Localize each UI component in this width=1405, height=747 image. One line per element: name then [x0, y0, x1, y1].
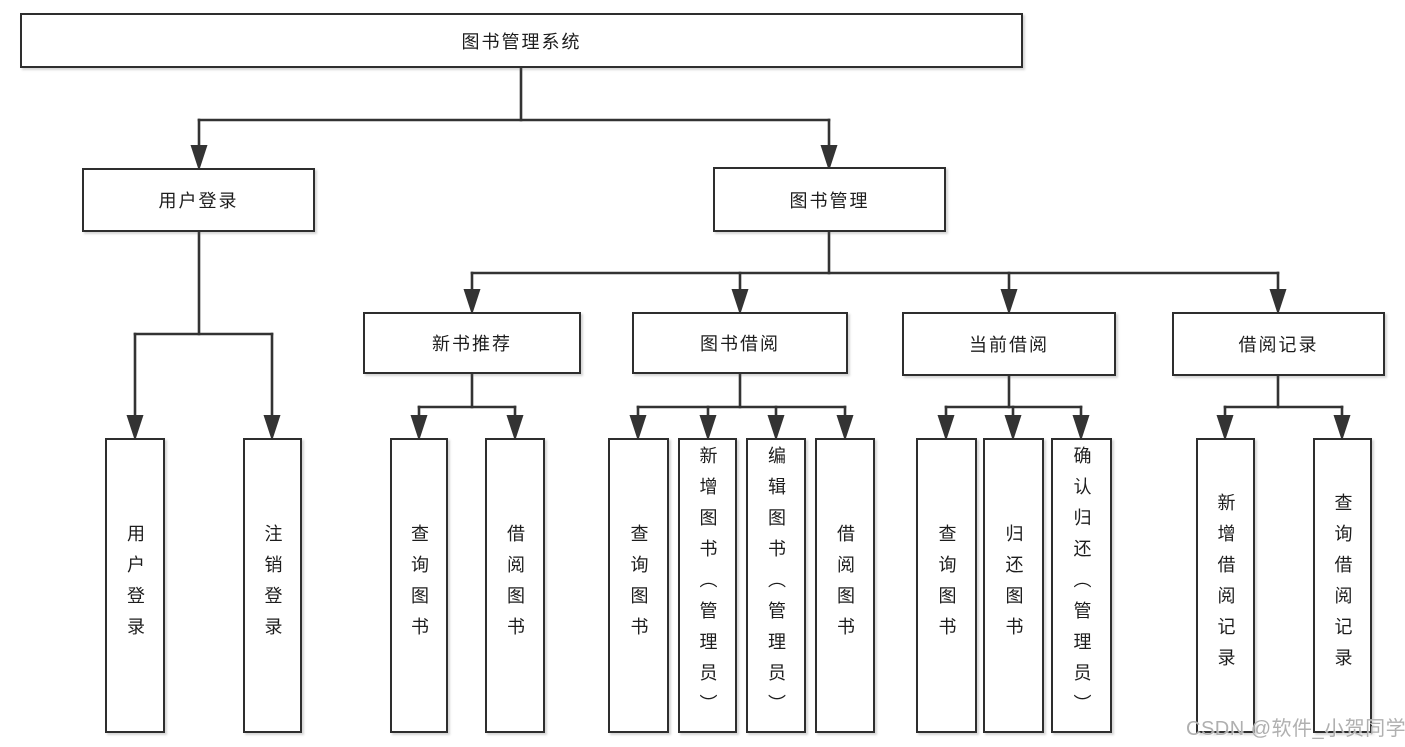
- node-leaf-add-borrow-record-label: 新增借阅记录: [1215, 492, 1236, 679]
- node-borrow-records-label: 借阅记录: [1238, 335, 1319, 355]
- node-leaf-confirm-return-admin-label: 确认归还（管理员）: [1071, 446, 1092, 725]
- node-leaf-return-book: 归还图书: [983, 438, 1044, 733]
- node-leaf-query-books-3: 查询图书: [916, 438, 977, 733]
- node-leaf-query-books-1: 查询图书: [390, 438, 448, 733]
- node-leaf-query-borrow-record: 查询借阅记录: [1313, 438, 1372, 733]
- node-user-login-branch-label: 用户登录: [158, 191, 239, 211]
- node-leaf-query-books-1-label: 查询图书: [409, 523, 429, 648]
- node-leaf-borrow-books-2-label: 借阅图书: [835, 523, 855, 648]
- node-book-borrowing-label: 图书借阅: [700, 334, 780, 354]
- node-leaf-logout: 注销登录: [243, 438, 302, 733]
- node-leaf-logout-label: 注销登录: [262, 523, 283, 648]
- node-book-management: 图书管理: [713, 167, 946, 232]
- node-current-borrowing-label: 当前借阅: [969, 335, 1049, 355]
- node-book-borrowing: 图书借阅: [632, 312, 848, 374]
- node-root: 图书管理系统: [20, 13, 1023, 68]
- node-leaf-query-books-3-label: 查询图书: [936, 523, 957, 648]
- node-new-book-recommend-label: 新书推荐: [432, 334, 512, 354]
- node-leaf-edit-book-admin: 编辑图书（管理员）: [746, 438, 806, 733]
- node-leaf-user-login: 用户登录: [105, 438, 165, 733]
- node-leaf-borrow-books-1-label: 借阅图书: [505, 523, 525, 648]
- node-leaf-add-book-admin: 新增图书（管理员）: [678, 438, 737, 733]
- node-borrow-records: 借阅记录: [1172, 312, 1385, 376]
- node-leaf-query-borrow-record-label: 查询借阅记录: [1332, 492, 1353, 679]
- node-leaf-add-borrow-record: 新增借阅记录: [1196, 438, 1255, 733]
- node-root-label: 图书管理系统: [461, 31, 582, 52]
- node-leaf-edit-book-admin-label: 编辑图书（管理员）: [766, 446, 786, 725]
- csdn-watermark: CSDN @软件_小贺同学: [1186, 718, 1405, 740]
- node-leaf-borrow-books-1: 借阅图书: [485, 438, 545, 733]
- node-book-management-label: 图书管理: [789, 190, 870, 211]
- node-leaf-borrow-books-2: 借阅图书: [815, 438, 875, 733]
- node-leaf-query-books-2: 查询图书: [608, 438, 669, 733]
- node-current-borrowing: 当前借阅: [902, 312, 1116, 376]
- node-leaf-confirm-return-admin: 确认归还（管理员）: [1051, 438, 1112, 733]
- node-leaf-add-book-admin-label: 新增图书（管理员）: [697, 446, 718, 725]
- node-leaf-user-login-label: 用户登录: [125, 523, 145, 648]
- node-leaf-return-book-label: 归还图书: [1003, 523, 1024, 648]
- node-leaf-query-books-2-label: 查询图书: [628, 523, 649, 648]
- node-new-book-recommend: 新书推荐: [363, 312, 581, 374]
- node-user-login-branch: 用户登录: [82, 168, 315, 232]
